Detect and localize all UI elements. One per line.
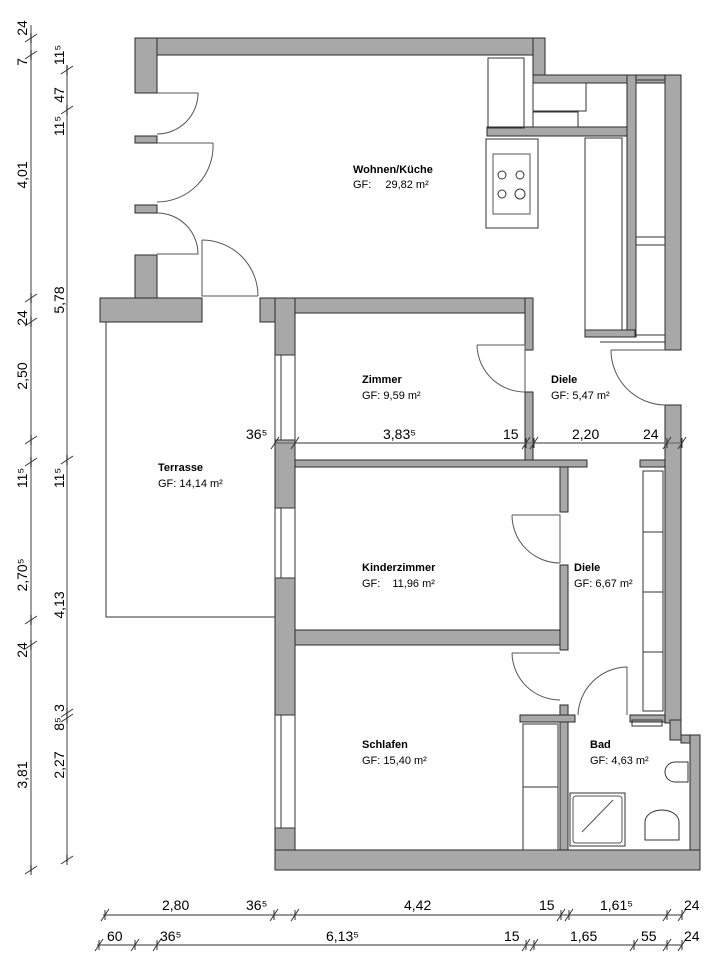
dim-text: 4,13	[51, 591, 67, 619]
room-label-zimmer: Zimmer GF: 9,59 m²	[362, 374, 421, 402]
dim-text: 36⁵	[246, 897, 268, 913]
dim-text: 8⁵	[51, 717, 67, 731]
dim-text: 15	[504, 928, 520, 944]
room-name: Diele	[574, 562, 601, 574]
room-label-diele-1: Diele GF: 5,47 m²	[551, 374, 610, 402]
dim-text: 24	[14, 20, 30, 36]
wardrobe	[522, 470, 664, 851]
gf-label: GF:	[362, 578, 381, 590]
dim-text: 3,81	[14, 761, 30, 789]
room-label-wohnen-kueche: Wohnen/Küche GF: 29,82 m²	[353, 164, 433, 191]
dim-text: 24	[684, 897, 700, 913]
room-area: 29,82 m²	[385, 179, 429, 191]
room-name: Schlafen	[362, 739, 408, 751]
dim-text: 11⁵	[14, 467, 30, 489]
room-name: Diele	[551, 374, 578, 386]
room-name: Terrasse	[158, 462, 204, 474]
dim-text: 5,78	[51, 286, 67, 314]
dim-text: 1,61⁵	[600, 897, 634, 913]
kitchen-furniture	[485, 57, 666, 336]
room-name: Wohnen/Küche	[353, 164, 433, 176]
room-area: 14,14 m²	[179, 478, 223, 490]
dim-text: 24	[14, 310, 30, 326]
dim-text: 6,13⁵	[326, 928, 360, 944]
dim-text: 3	[51, 704, 67, 712]
gf-label: GF:	[158, 478, 177, 490]
dim-text: 15	[503, 426, 519, 442]
dim-text: 7	[14, 58, 30, 66]
dim-text: 36⁵	[160, 928, 182, 944]
dim-text: 2,27	[51, 751, 67, 779]
dim-text: 60	[107, 928, 123, 944]
room-area: 15,40 m²	[383, 755, 427, 767]
room-label-schlafen: Schlafen GF: 15,40 m²	[362, 739, 427, 767]
dim-text: 15	[539, 897, 555, 913]
dim-text: 2,50	[14, 362, 30, 390]
gf-label: GF:	[590, 755, 609, 767]
dim-text: 1,65	[570, 928, 598, 944]
dim-text: 24	[14, 642, 30, 658]
dim-text: 11⁵	[51, 467, 67, 489]
gf-label: GF:	[353, 179, 372, 191]
gf-label: GF:	[362, 755, 381, 767]
gf-label: GF:	[362, 390, 381, 402]
windows	[274, 354, 296, 829]
room-area: 4,63 m²	[611, 755, 649, 767]
terrace-outline	[105, 322, 275, 618]
dim-text: 47	[51, 87, 67, 103]
sink-icon	[644, 809, 680, 841]
dim-text: 2,70⁵	[14, 558, 30, 592]
room-area: 5,47 m²	[572, 390, 610, 402]
walls	[99, 37, 701, 871]
room-area: 11,96 m²	[392, 578, 435, 590]
room-name: Kinderzimmer	[362, 562, 436, 574]
room-label-diele-2: Diele GF: 6,67 m²	[574, 562, 633, 590]
dim-text: 36⁵	[246, 426, 268, 442]
toilet-icon	[664, 761, 689, 783]
dim-text: 24	[684, 928, 700, 944]
dim-text: 11⁵	[51, 115, 67, 137]
room-name: Bad	[590, 739, 611, 751]
room-area: 9,59 m²	[383, 390, 421, 402]
dim-text: 4,01	[14, 161, 30, 189]
room-area: 6,67 m²	[595, 578, 633, 590]
dim-text: 24	[643, 426, 659, 442]
dim-text: 3,83⁵	[383, 426, 417, 442]
dim-text: 11⁵	[51, 44, 67, 66]
dim-text: 2,20	[572, 426, 600, 442]
room-label-kinderzimmer: Kinderzimmer GF: 11,96 m²	[362, 562, 435, 590]
room-label-bad: Bad GF: 4,63 m²	[590, 739, 649, 767]
gf-label: GF:	[574, 578, 593, 590]
gf-label: GF:	[551, 390, 570, 402]
dim-text: 4,42	[404, 897, 432, 913]
dim-text: 55	[641, 928, 657, 944]
dim-text: 2,80	[162, 897, 190, 913]
stove-icon	[485, 138, 539, 229]
room-name: Zimmer	[362, 374, 402, 386]
bathroom-fixtures	[569, 761, 689, 847]
room-label-terrasse: Terrasse GF: 14,14 m²	[158, 462, 223, 490]
dimension-lines	[24, 25, 687, 952]
doors	[156, 92, 666, 716]
